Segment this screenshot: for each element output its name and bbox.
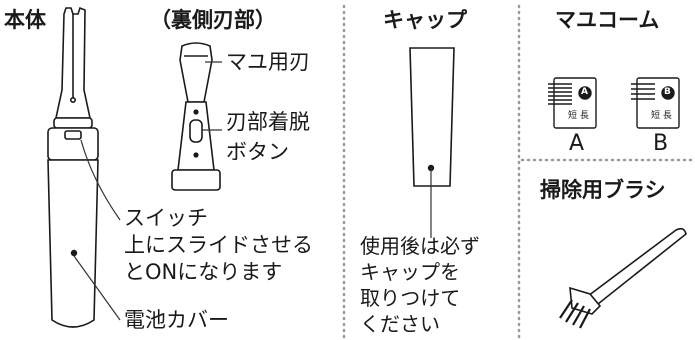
back-blade-dot-2 bbox=[193, 152, 199, 158]
switch-icon bbox=[64, 130, 82, 140]
trimmer-collar bbox=[53, 117, 93, 129]
back-blade-head bbox=[179, 42, 213, 103]
blade-release-button-icon bbox=[189, 119, 203, 143]
cap-note-line-3: 取りつけて bbox=[360, 286, 461, 310]
section-dividers bbox=[342, 4, 695, 340]
title-main: 本体 bbox=[4, 8, 46, 32]
cap-illustration bbox=[409, 47, 455, 187]
title-comb: マユコーム bbox=[555, 8, 660, 32]
cap-note-line-1: 使用後は必ず bbox=[360, 234, 480, 258]
brush-illustration bbox=[559, 227, 687, 329]
title-back-blade: （裏側刃部） bbox=[150, 8, 276, 32]
label-blade-release-2: ボタン bbox=[226, 140, 289, 164]
leader-battery bbox=[73, 255, 121, 321]
cap-note-line-4: ください bbox=[360, 312, 440, 336]
comb-b-teeth bbox=[631, 83, 655, 100]
comb-a-label: A bbox=[569, 131, 585, 156]
trimmer-barrel bbox=[47, 159, 99, 328]
label-eyebrow-blade: マユ用刃 bbox=[226, 50, 310, 74]
comb-b-badge-circle bbox=[661, 86, 675, 100]
cap-body bbox=[409, 47, 455, 187]
label-switch-2: 上にスライドさせる bbox=[124, 233, 313, 257]
comb-b-badge: B bbox=[664, 87, 671, 97]
back-blade-dot-1 bbox=[193, 109, 199, 115]
comb-a-badge-circle bbox=[578, 86, 592, 100]
leader-switch bbox=[80, 139, 121, 221]
comb-a-marks: 短 長 bbox=[568, 111, 589, 121]
label-blade-release-1: 刃部着脱 bbox=[226, 110, 310, 134]
brush-bristles bbox=[559, 299, 591, 329]
back-blade-view bbox=[171, 42, 221, 191]
trimmer-body bbox=[47, 6, 99, 328]
title-cap: キャップ bbox=[383, 8, 467, 32]
brush-handle bbox=[586, 227, 687, 306]
leader-lines bbox=[73, 61, 432, 321]
comb-b-marks: 短 長 bbox=[651, 111, 672, 121]
title-brush: 掃除用ブラシ bbox=[540, 178, 666, 202]
label-switch-1: スイッチ bbox=[124, 206, 208, 230]
back-blade-base bbox=[171, 169, 221, 191]
comb-b-label: B bbox=[653, 131, 669, 156]
trimmer-head-dot bbox=[70, 97, 77, 104]
comb-b-illustration bbox=[631, 77, 680, 129]
comb-a-badge: A bbox=[581, 87, 588, 97]
trimmer-barrel-dot bbox=[70, 249, 78, 257]
comb-a-teeth bbox=[548, 83, 572, 105]
comb-a-illustration bbox=[548, 77, 597, 129]
cap-note-line-2: キャップを bbox=[360, 260, 460, 284]
brush-head bbox=[569, 286, 602, 315]
label-battery-cover: 電池カバー bbox=[124, 308, 229, 332]
label-switch-3: とONになります bbox=[124, 260, 283, 284]
